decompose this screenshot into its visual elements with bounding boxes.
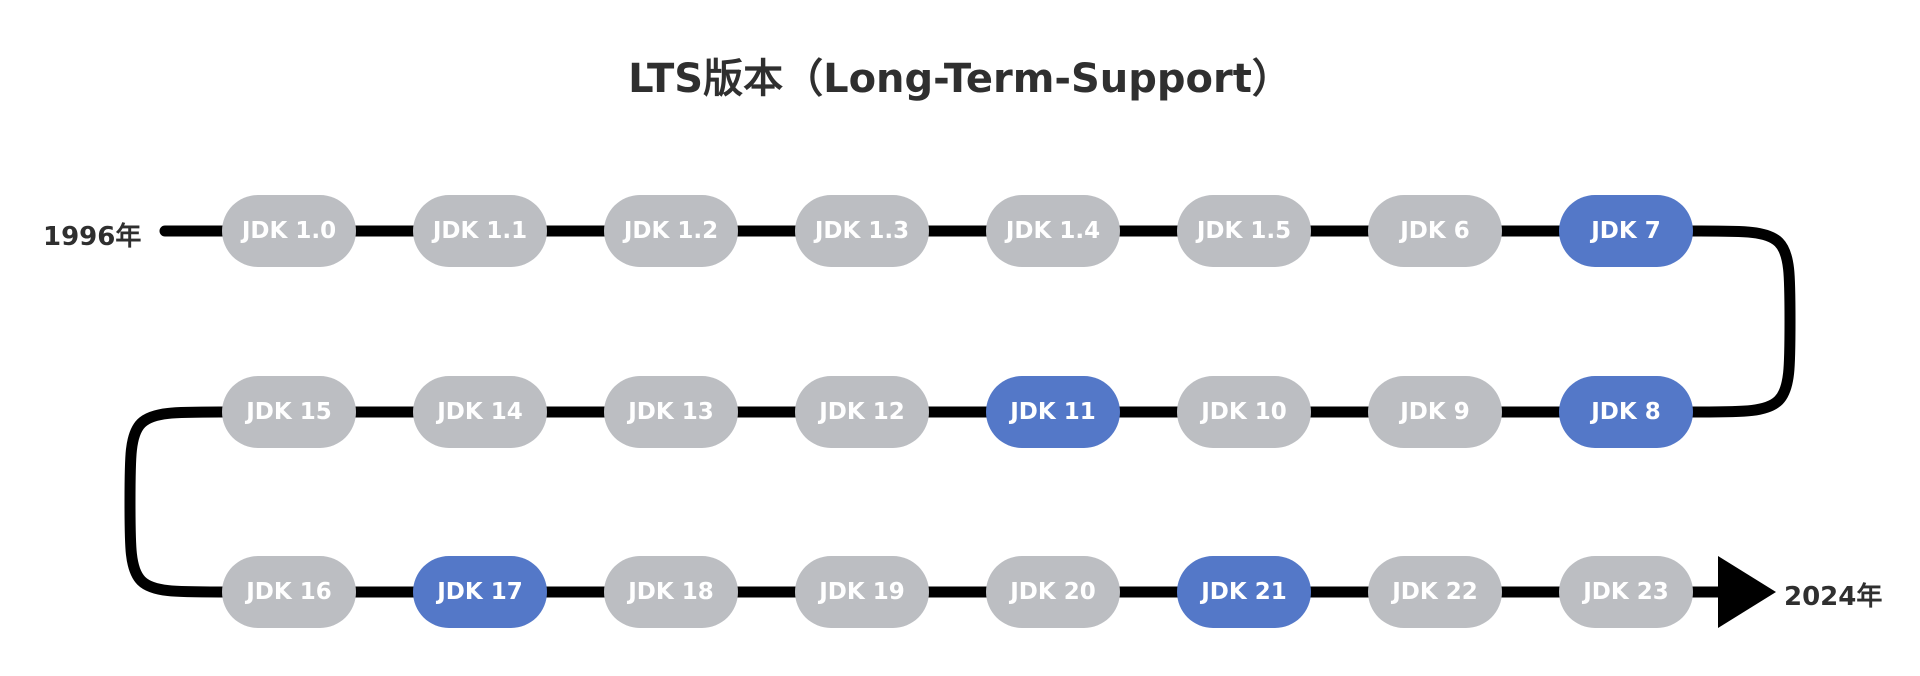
version-node-jdk-18: JDK 18 (604, 556, 738, 628)
version-node-jdk-16: JDK 16 (222, 556, 356, 628)
version-node-jdk-1-1: JDK 1.1 (413, 195, 547, 267)
version-node-jdk-14: JDK 14 (413, 376, 547, 448)
version-node-jdk-13: JDK 13 (604, 376, 738, 448)
version-node-jdk-10: JDK 10 (1177, 376, 1311, 448)
version-node-jdk-6: JDK 6 (1368, 195, 1502, 267)
version-node-jdk-1-5: JDK 1.5 (1177, 195, 1311, 267)
version-node-jdk-9: JDK 9 (1368, 376, 1502, 448)
version-node-jdk-7: JDK 7 (1559, 195, 1693, 267)
end-year-label: 2024年 (1784, 582, 1883, 612)
version-node-jdk-1-4: JDK 1.4 (986, 195, 1120, 267)
version-node-jdk-12: JDK 12 (795, 376, 929, 448)
version-node-jdk-15: JDK 15 (222, 376, 356, 448)
version-node-jdk-21: JDK 21 (1177, 556, 1311, 628)
version-node-jdk-20: JDK 20 (986, 556, 1120, 628)
version-node-jdk-1-2: JDK 1.2 (604, 195, 738, 267)
version-node-jdk-23: JDK 23 (1559, 556, 1693, 628)
version-node-jdk-22: JDK 22 (1368, 556, 1502, 628)
version-node-jdk-8: JDK 8 (1559, 376, 1693, 448)
timeline-arrowhead (1718, 556, 1776, 628)
diagram-title: LTS版本（Long-Term-Support） (628, 56, 1292, 102)
version-node-jdk-17: JDK 17 (413, 556, 547, 628)
version-node-jdk-19: JDK 19 (795, 556, 929, 628)
start-year-label: 1996年 (43, 222, 142, 252)
version-node-jdk-1-0: JDK 1.0 (222, 195, 356, 267)
version-node-jdk-1-3: JDK 1.3 (795, 195, 929, 267)
version-node-jdk-11: JDK 11 (986, 376, 1120, 448)
timeline-line (124, 225, 1796, 598)
